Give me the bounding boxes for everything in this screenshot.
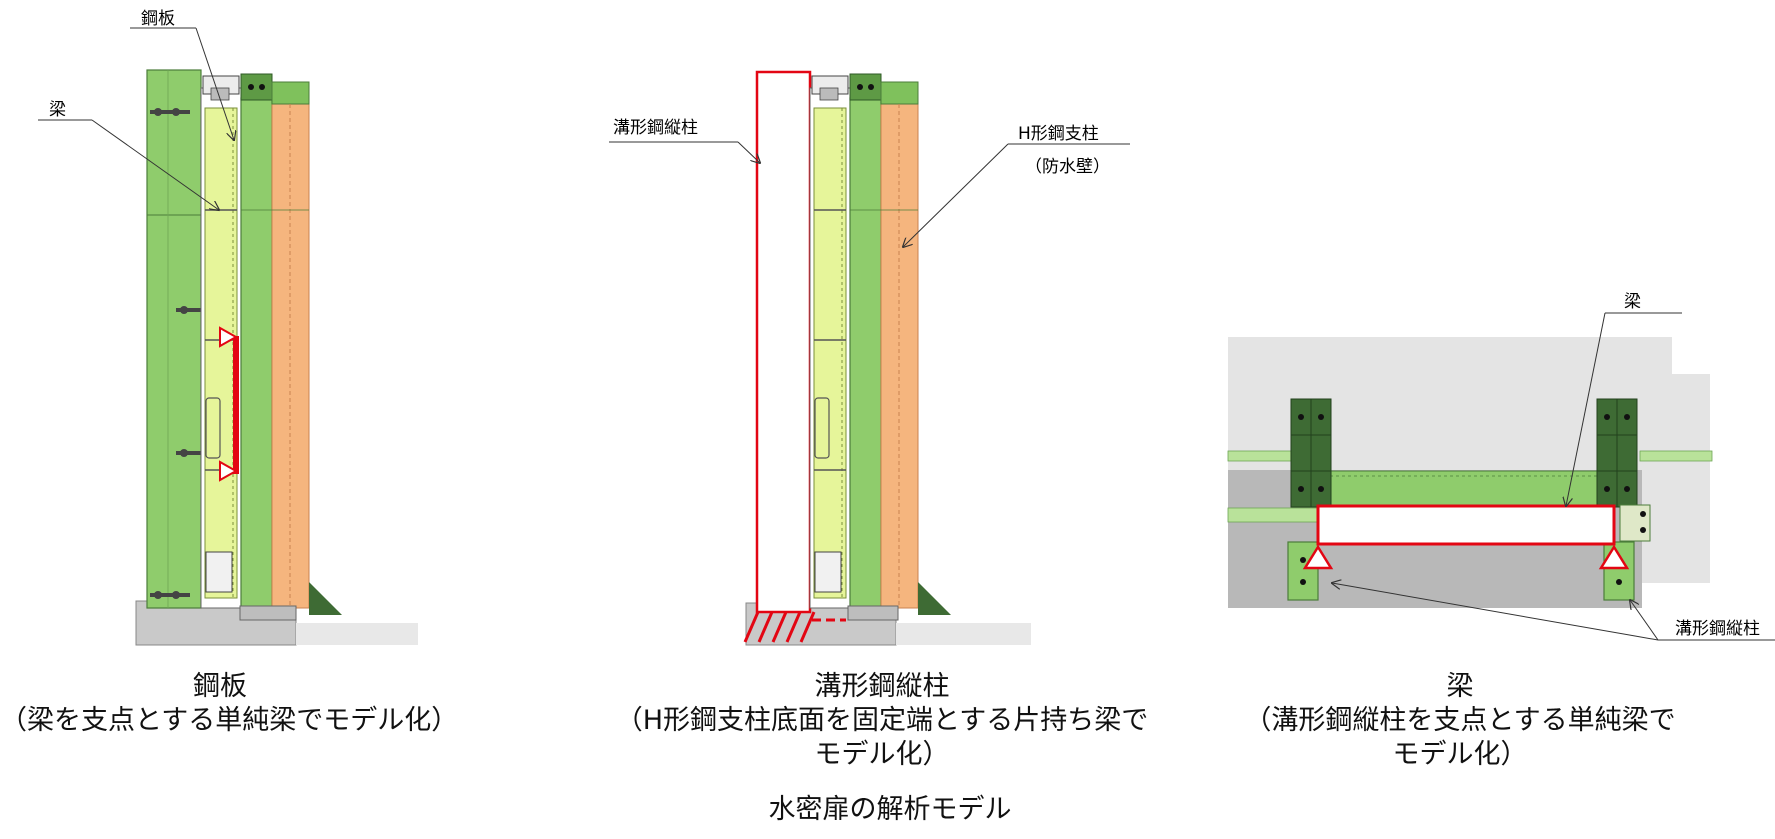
support-triangle — [1302, 544, 1334, 570]
channel-column-left — [1287, 541, 1319, 601]
steel-plate-body — [204, 107, 238, 599]
bolts — [150, 108, 204, 599]
caption-line: （梁を支点とする単純梁でモデル化） — [0, 705, 459, 736]
figure-title: 水密扉の解析モデル — [768, 794, 1012, 825]
support-triangle — [219, 460, 239, 482]
beam-body — [1329, 470, 1609, 508]
caption-line: モデル化） — [814, 739, 950, 770]
caption-line: （H形鋼支柱底面を固定端とする片持ち梁で — [615, 705, 1149, 736]
callout-beam: 梁 — [49, 100, 66, 120]
panel-steel-plate: 鋼板 梁 — [38, 9, 418, 646]
callout-channel-column: 溝形鋼縦柱 — [613, 118, 698, 138]
channel-column-model — [755, 70, 812, 614]
caption-steel-plate: 鋼板 （梁を支点とする単純梁でモデル化） — [0, 670, 459, 738]
fixed-end-hatch — [743, 611, 846, 643]
caption-line: 溝形鋼縦柱 — [814, 671, 950, 702]
floor-slab — [896, 623, 1031, 645]
support-triangle — [1598, 544, 1630, 570]
callout-channel-column: 溝形鋼縦柱 — [1675, 619, 1760, 639]
caption-channel-column: 溝形鋼縦柱 （H形鋼支柱底面を固定端とする片持ち梁で モデル化） — [572, 670, 1192, 772]
caption-line: （溝形鋼縦柱を支点とする単純梁で — [1244, 705, 1676, 736]
callout-h-column-sub: （防水壁） — [1025, 157, 1110, 177]
caption-line: 梁 — [1446, 671, 1474, 702]
callout-steel-plate: 鋼板 — [141, 9, 175, 29]
column-stack-right — [1596, 398, 1638, 508]
column-stack-left — [1290, 398, 1332, 508]
panel-beam: 梁 溝形鋼縦柱 — [1227, 292, 1775, 641]
steel-plate-body — [813, 107, 847, 599]
beam-model — [1316, 504, 1616, 546]
channel-column-right — [1603, 541, 1635, 601]
plate-model-line — [233, 336, 239, 474]
support-triangle — [219, 326, 239, 348]
callout-beam: 梁 — [1624, 292, 1641, 312]
caption-beam: 梁 （溝形鋼縦柱を支点とする単純梁で モデル化） — [1240, 670, 1680, 772]
panel-channel-column: 溝形鋼縦柱 H形鋼支柱 （防水壁） — [609, 70, 1130, 646]
caption-line: モデル化） — [1392, 739, 1528, 770]
floor-slab — [296, 623, 418, 645]
callout-h-column: H形鋼支柱 — [1018, 124, 1099, 144]
caption-line: 鋼板 — [193, 671, 247, 702]
channel-column-body — [146, 69, 202, 609]
